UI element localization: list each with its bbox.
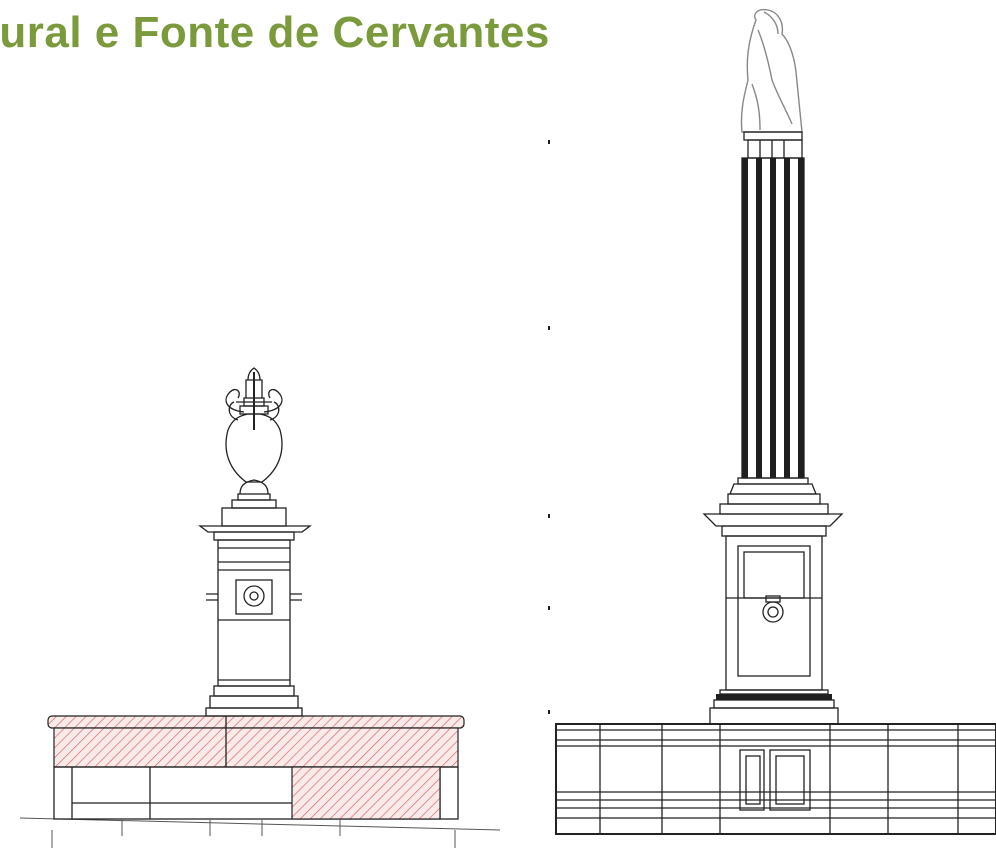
pedestal-die (725, 535, 823, 691)
basin-band (53, 727, 459, 768)
medallion-frame (235, 579, 273, 615)
pedestal-cornice-right (702, 513, 844, 527)
water-spouts (206, 593, 302, 601)
fountain-elevation (19, 367, 501, 848)
medallion-right (762, 601, 784, 623)
ground-line (19, 817, 501, 831)
basin-coping (47, 715, 465, 729)
statue (740, 8, 803, 133)
urn (225, 367, 283, 495)
fluted-column (741, 157, 805, 479)
basin-body (53, 766, 459, 820)
page-title: oural e Fonte de Cervantes (0, 8, 550, 57)
pedestal-cornice (198, 525, 312, 533)
stepped-platform (555, 723, 996, 835)
basin-panel-hatched (291, 766, 441, 820)
column-elevation (548, 8, 996, 835)
